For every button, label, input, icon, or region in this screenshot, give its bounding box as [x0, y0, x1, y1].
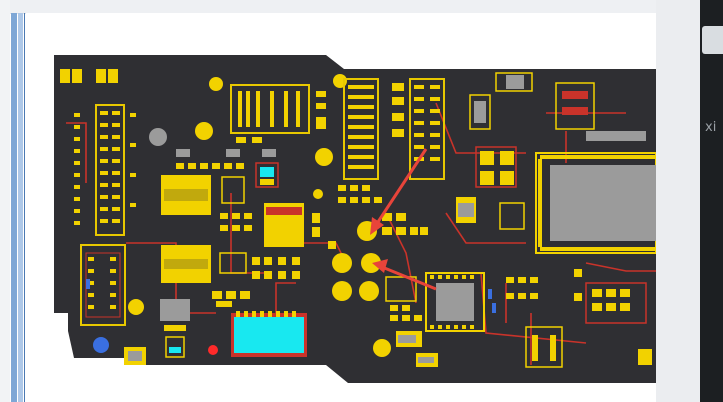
via-pad: [149, 128, 167, 146]
left-rail: [0, 0, 10, 402]
power-inductor-2: [161, 245, 211, 283]
scrollbar-thumb[interactable]: [18, 13, 23, 402]
pcb-board-image[interactable]: [26, 13, 656, 402]
middle-connector-2: [409, 78, 445, 180]
middle-connector-1: [343, 78, 379, 180]
lower-bga-chip: [425, 272, 485, 332]
panel-tab[interactable]: [702, 26, 723, 54]
top-chip: [230, 84, 310, 134]
side-panel-text: xi: [705, 120, 717, 135]
left-lower-chip: [80, 244, 126, 326]
scrollbar-track[interactable]: [11, 13, 17, 402]
window-top-bar: [0, 0, 723, 14]
grey-component: [160, 299, 190, 321]
power-inductor-1: [161, 175, 211, 215]
arrow-icon: [370, 148, 428, 235]
side-panel-edge: [700, 0, 723, 402]
arrow-icon: [372, 259, 437, 291]
blue-pad: [93, 337, 109, 353]
main-soc: [535, 152, 656, 254]
left-connector: [95, 104, 125, 236]
pad-group: [60, 69, 391, 357]
rail-divider: [24, 13, 25, 402]
red-dot-marker: [208, 345, 218, 355]
side-panel: [656, 0, 700, 402]
small-components: [176, 163, 336, 299]
